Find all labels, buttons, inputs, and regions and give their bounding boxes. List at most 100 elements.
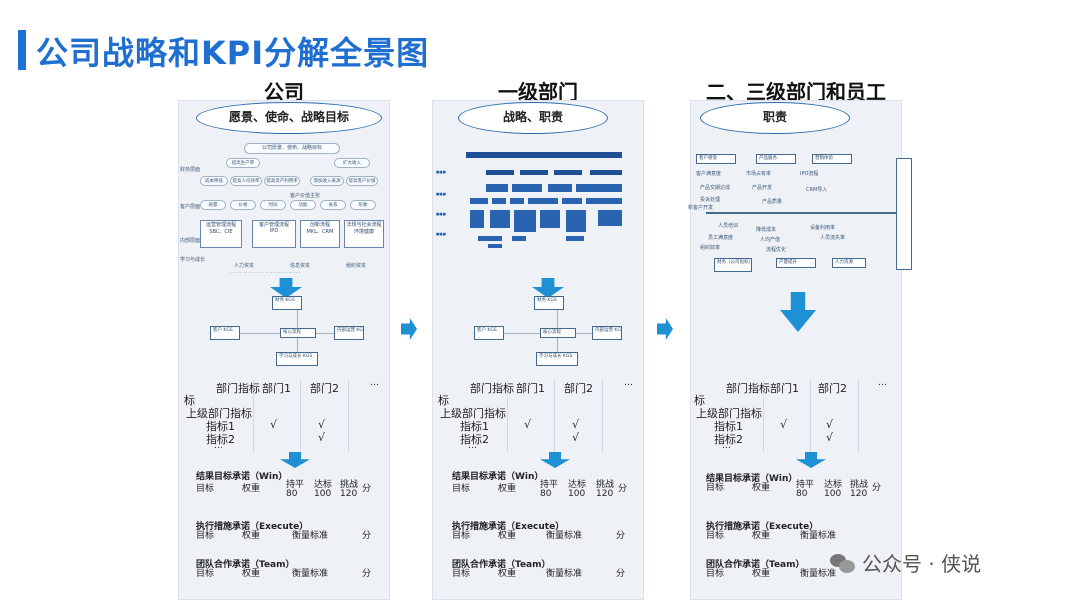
cust-pill: 关系 bbox=[320, 200, 346, 210]
fishbone-item: 产品开发 bbox=[752, 185, 773, 191]
win-field: 持平 80 bbox=[286, 480, 305, 499]
fishbone-item: 客户满意度 bbox=[696, 171, 722, 177]
org-node bbox=[548, 184, 572, 192]
strategy-map-top-bubble: 公司愿景、使命、战略目标 bbox=[244, 143, 340, 154]
org-node bbox=[554, 170, 582, 175]
cust-pill: 功能 bbox=[290, 200, 316, 210]
win-field: 目标 bbox=[452, 484, 471, 494]
execute-title: 执行措施承诺（Execute） bbox=[196, 522, 309, 532]
win-field: 分 bbox=[618, 484, 628, 494]
execute-field: 目标 bbox=[452, 531, 471, 541]
table-cell: 标 bbox=[438, 394, 449, 407]
org-node bbox=[566, 236, 584, 241]
row-label-learning: 学习与成长 bbox=[180, 257, 206, 263]
learning-head: 信息资本 bbox=[290, 263, 311, 269]
fishbone-item: 降低成本 bbox=[756, 227, 777, 233]
flow-node-top: 财务 KGS bbox=[272, 296, 302, 310]
learning-head: 人力资本 bbox=[234, 263, 255, 269]
org-node bbox=[520, 170, 548, 175]
internal-box: 法规与社会流程环境健康 bbox=[344, 220, 384, 248]
wechat-icon bbox=[830, 552, 856, 574]
org-node bbox=[512, 236, 526, 241]
table-divider bbox=[253, 380, 254, 452]
win-field: 持平 80 bbox=[796, 480, 815, 499]
table-header: 部门指标 bbox=[726, 382, 770, 395]
internal-box-sub: 环境健康 bbox=[353, 229, 374, 235]
table-row-label: … bbox=[722, 441, 731, 451]
level23-panel bbox=[690, 100, 902, 600]
win-field: 达标 100 bbox=[824, 480, 843, 499]
org-node bbox=[478, 236, 502, 241]
team-field: 目标 bbox=[196, 569, 215, 579]
watermark-text: 公众号 · 侠说 bbox=[862, 552, 982, 576]
org-node bbox=[510, 198, 524, 204]
team-field: 权重 bbox=[752, 569, 771, 579]
table-cell: √ bbox=[572, 418, 580, 431]
table-header: 部门2 bbox=[310, 382, 339, 395]
page-title: 公司战略和KPI分解全景图 bbox=[36, 34, 430, 72]
learning-head: 组织资本 bbox=[346, 263, 367, 269]
team-field: 权重 bbox=[498, 569, 517, 579]
table-header: 部门1 bbox=[770, 382, 799, 395]
flow-connector bbox=[316, 333, 334, 334]
row-label-internal: 内部层面 bbox=[180, 238, 201, 244]
fishbone-item: 流程优化 bbox=[766, 247, 787, 253]
fin-box: 提高人均效率 bbox=[230, 176, 262, 186]
table-header: … bbox=[370, 378, 379, 388]
fishbone-item: IPO流程 bbox=[800, 171, 819, 177]
fishbone-item: 设备利用率 bbox=[810, 225, 836, 231]
internal-box-title: 客户管理流程 bbox=[258, 222, 289, 228]
team-title: 团队合作承诺（Team） bbox=[706, 560, 805, 570]
table-divider bbox=[858, 380, 859, 452]
execute-field: 分 bbox=[616, 531, 626, 541]
org-node bbox=[586, 198, 622, 204]
row-label-financial: 财务层面 bbox=[180, 167, 201, 173]
org-node bbox=[486, 184, 508, 192]
win-field: 挑战 120 bbox=[850, 480, 869, 499]
table-divider bbox=[300, 380, 301, 452]
cust-pill: 价格 bbox=[230, 200, 256, 210]
table-cell: √ bbox=[270, 418, 278, 431]
fishbone-top-cap: 产品服务 bbox=[756, 154, 796, 164]
table-cell: √ bbox=[780, 418, 788, 431]
org-top-bar bbox=[466, 152, 622, 158]
fishbone-item: 新客户开发 bbox=[688, 205, 714, 211]
table-divider bbox=[810, 380, 811, 452]
win-field: 持平 80 bbox=[540, 480, 559, 499]
fishbone-top-cap: 客户感受 bbox=[696, 154, 736, 164]
flow-connector bbox=[557, 310, 558, 328]
org-node bbox=[470, 198, 488, 204]
execute-field: 权重 bbox=[752, 531, 771, 541]
customer-header: 客户价值主张 bbox=[290, 193, 321, 199]
flow-connector bbox=[504, 333, 540, 334]
fin-box: 提高资产利用率 bbox=[264, 176, 300, 186]
table-cell: √ bbox=[826, 431, 834, 444]
flow-node-right: 内部运营 KGS bbox=[592, 326, 622, 340]
table-row-label: 指标2 bbox=[714, 433, 743, 446]
internal-box-title: 创新流程 bbox=[309, 222, 330, 228]
team-field: 衡量标准 bbox=[800, 569, 837, 579]
org-node bbox=[576, 184, 622, 192]
execute-title: 执行措施承诺（Execute） bbox=[706, 522, 819, 532]
table-row-label: 指标2 bbox=[206, 433, 235, 446]
team-field: 权重 bbox=[242, 569, 261, 579]
right-arrow-icon bbox=[401, 318, 417, 340]
flow-connector bbox=[576, 333, 592, 334]
table-divider bbox=[507, 380, 508, 452]
fishbone-item: 人员流失率 bbox=[820, 235, 846, 241]
table-cell: √ bbox=[318, 418, 326, 431]
table-row-label: 指标1 bbox=[714, 420, 743, 433]
win-field: 目标 bbox=[196, 484, 215, 494]
org-node bbox=[590, 170, 622, 175]
flow-connector bbox=[240, 333, 280, 334]
fishbone-item: 产品质量 bbox=[762, 199, 783, 205]
team-field: 分 bbox=[362, 569, 372, 579]
internal-box-sub: SBC、CIE bbox=[209, 229, 233, 235]
table-row-label: 上级部门指标 bbox=[186, 407, 252, 420]
execute-field: 衡量标准 bbox=[292, 531, 329, 541]
table-header: 部门1 bbox=[516, 382, 545, 395]
flow-connector bbox=[557, 338, 558, 352]
fishbone-head bbox=[896, 158, 912, 270]
win-title: 结果目标承诺（Win） bbox=[196, 472, 288, 482]
